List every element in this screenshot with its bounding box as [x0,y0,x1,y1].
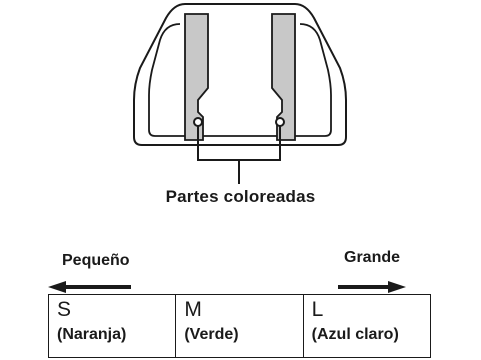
right-colored-part [271,13,296,141]
left-callout-dot [193,117,203,127]
size-cell-m: M (Verde) [175,294,304,358]
size-table: S (Naranja) M (Verde) L (Azul claro) [47,294,432,358]
large-direction-label: Grande [344,249,401,266]
right-callout-dot [275,117,285,127]
colored-parts-caption: Partes coloreadas [165,187,316,206]
size-cell-s: S (Naranja) [47,294,177,358]
size-color: (Verde) [184,326,239,343]
ear-tip-inner-outline [148,23,332,137]
size-row: S (Naranja) M (Verde) L (Azul claro) [47,294,432,358]
small-direction-label: Pequeño [62,252,130,269]
arrow-right-icon [338,281,406,293]
arrow-left-icon [48,281,131,293]
size-letter: L [311,298,324,321]
size-letter: S [57,298,72,321]
size-cell-l: L (Azul claro) [302,294,432,358]
size-letter: M [184,298,202,321]
ear-tip-outline [133,3,347,146]
left-colored-part [184,13,209,141]
size-color: (Naranja) [57,326,127,343]
callout-leader-lines [197,126,281,184]
size-color: (Azul claro) [311,326,399,343]
